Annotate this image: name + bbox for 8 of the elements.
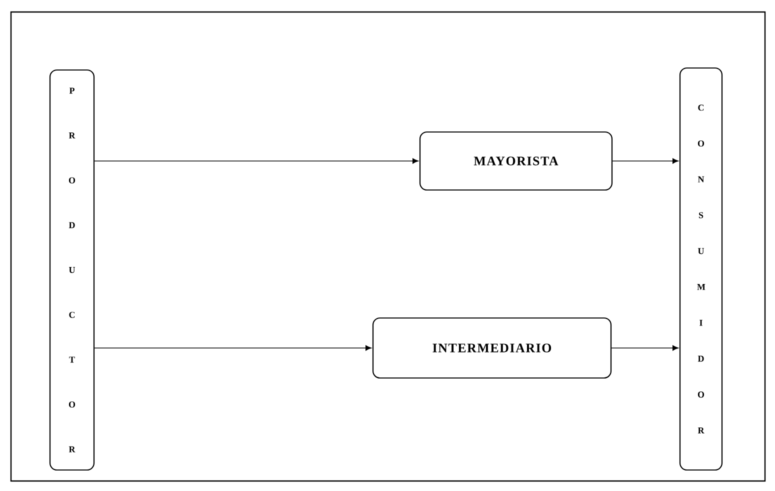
arrow <box>94 345 372 351</box>
process-box: MAYORISTA <box>419 131 613 191</box>
arrow <box>612 158 678 164</box>
arrow <box>611 345 678 351</box>
vertical-box: C O N S U M I D O R <box>679 67 723 471</box>
vertical-box: P R O D U C T O R <box>49 69 95 471</box>
process-box: INTERMEDIARIO <box>372 317 612 379</box>
arrow <box>94 158 418 164</box>
